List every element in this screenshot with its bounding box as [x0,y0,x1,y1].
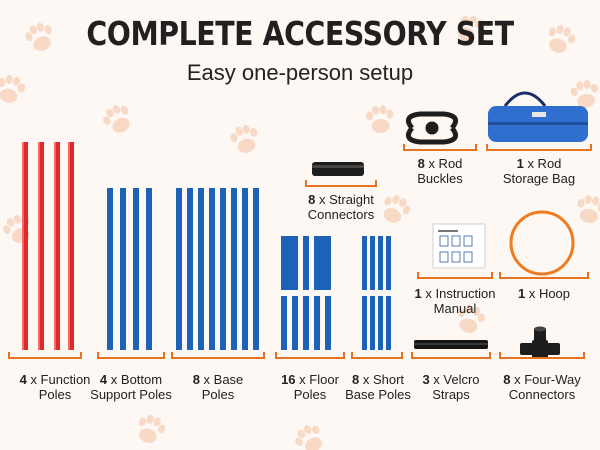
bottom-support-poles-image [107,188,152,350]
velcro-straps-image [414,340,488,349]
base-poles-image [176,188,259,350]
item-brackets [8,144,592,359]
function-poles-image [22,142,74,350]
rod-buckle-image [405,111,459,145]
page-title: COMPLETE ACCESSORY SET [86,14,514,53]
item-label-hoop: 1 x Hoop [517,286,571,301]
floor-poles-image [281,236,331,350]
short-base-poles-image [362,236,391,350]
page-subtitle: Easy one-person setup [186,60,414,85]
straight-connector-image [312,162,364,176]
four-way-connector-image [520,326,560,358]
instruction-manual-image [432,223,486,269]
rod-storage-bag-image [488,91,588,142]
hoop-image [509,210,575,276]
